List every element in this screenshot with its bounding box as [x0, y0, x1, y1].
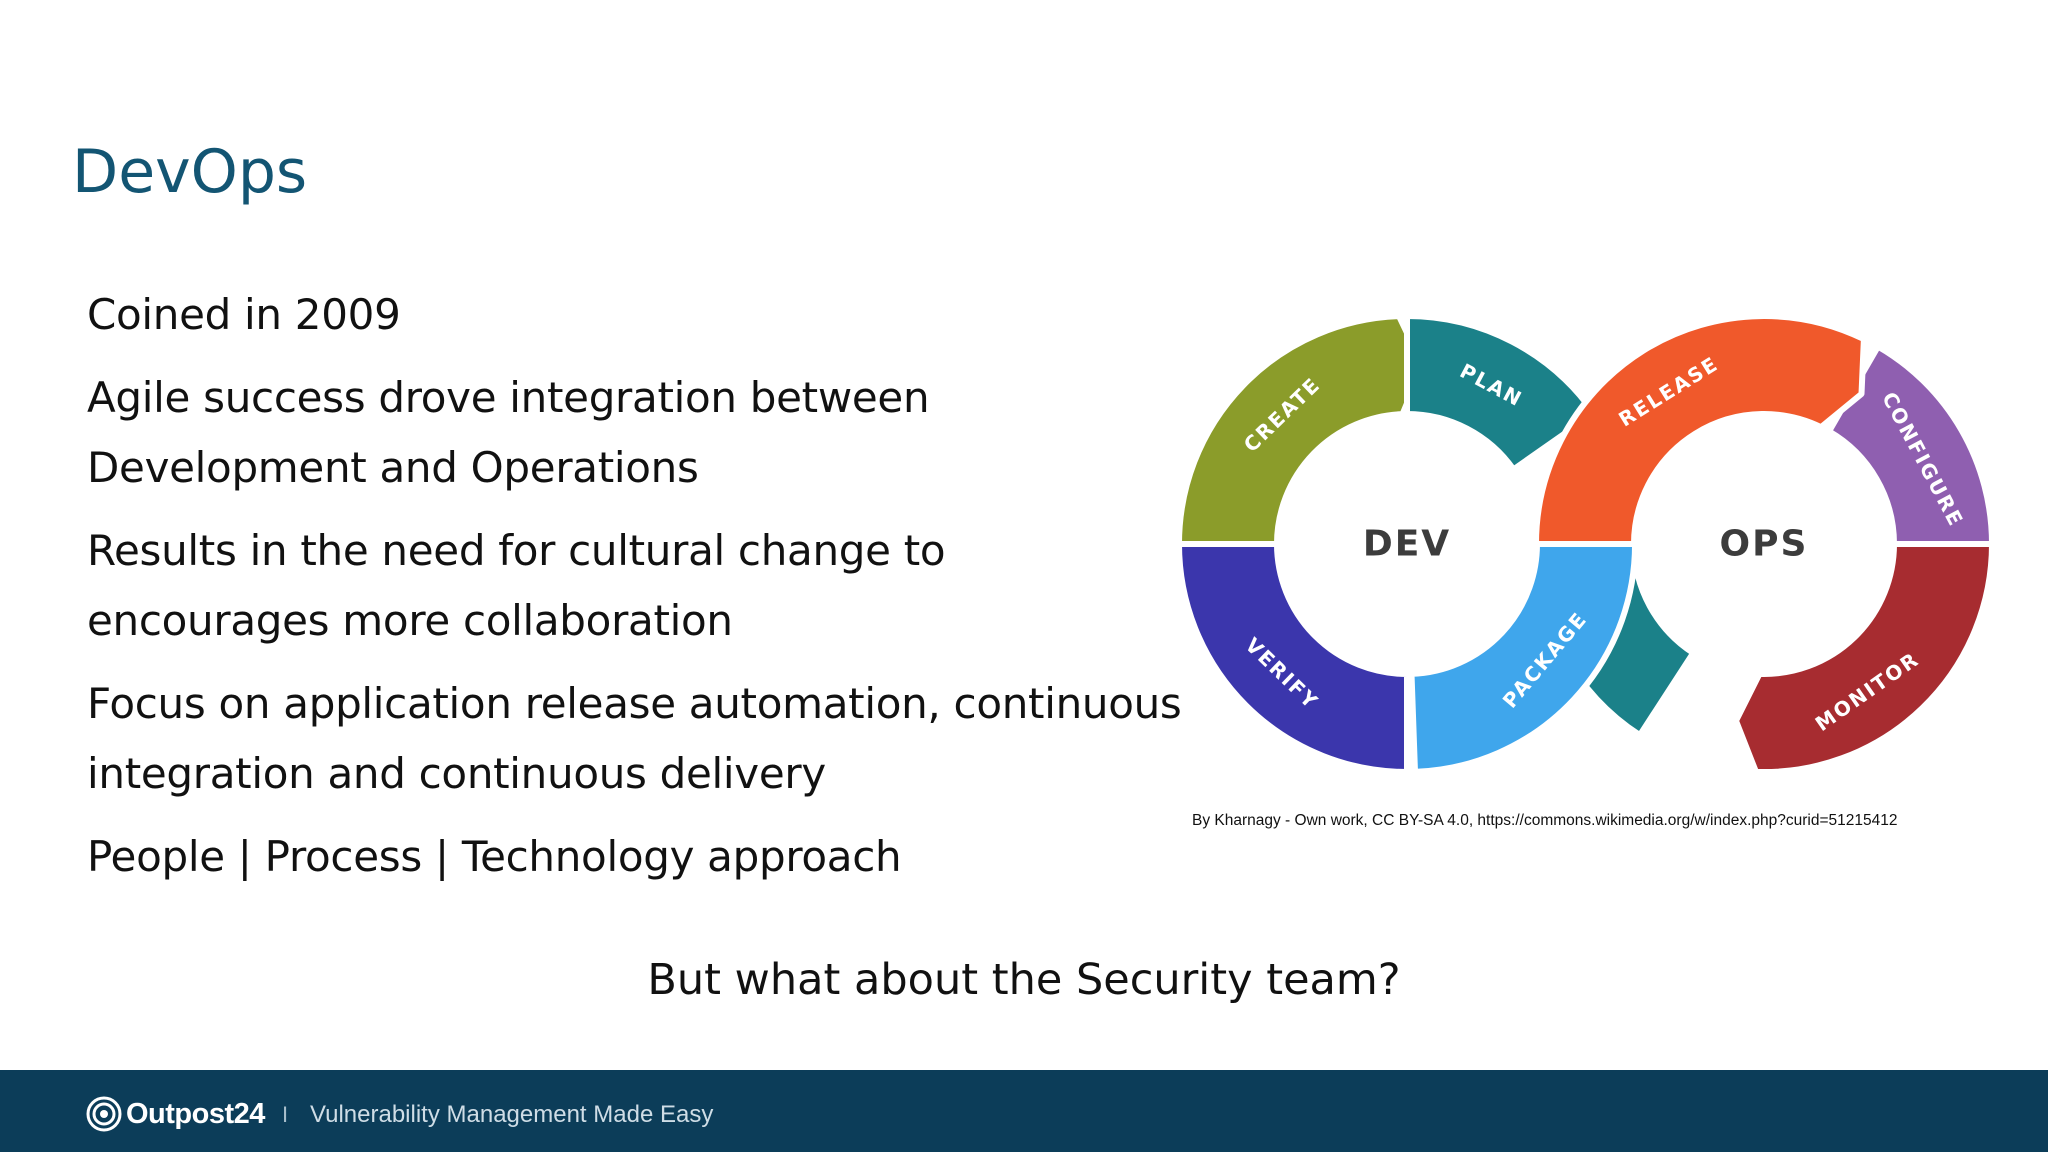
bullet-item: Results in the need for cultural change … [87, 526, 946, 645]
closing-question: But what about the Security team? [647, 955, 1401, 1005]
outpost24-logo-icon [86, 1096, 122, 1132]
image-credit: By Kharnagy - Own work, CC BY-SA 4.0, ht… [1192, 812, 1898, 829]
segment-create [1176, 313, 1426, 547]
slide-title: DevOps [72, 137, 308, 207]
bullet-item: Agile success drove integration between … [87, 373, 930, 492]
segment-package [1408, 513, 1639, 775]
footer-brand: Outpost24 [126, 1098, 265, 1130]
bullet-item: Focus on application release automation,… [87, 679, 1182, 798]
diagram-segments [1176, 313, 1995, 776]
footer-tagline: Vulnerability Management Made Easy [310, 1101, 714, 1128]
hub-label-ops: OPS [1720, 524, 1809, 565]
bullet-item: People | Process | Technology approach [87, 832, 902, 881]
segment-monitor [1733, 541, 1995, 776]
footer-bar [0, 1070, 2048, 1152]
hub-label-dev: DEV [1363, 524, 1451, 565]
bullet-list: Coined in 2009 Agile success drove integ… [87, 280, 1197, 905]
bullet-item: Coined in 2009 [87, 290, 401, 339]
segment-verify [1176, 519, 1410, 775]
footer-separator: I [282, 1102, 289, 1127]
segment-release [1533, 313, 1867, 547]
